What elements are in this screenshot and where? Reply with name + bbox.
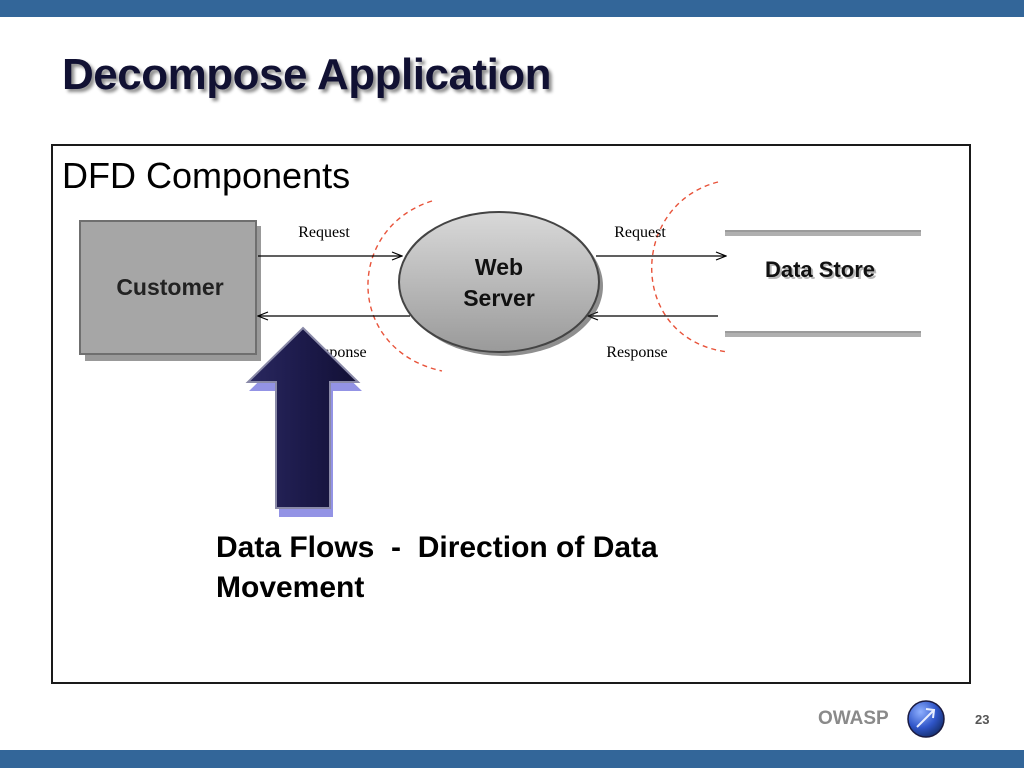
footer-brand-text: OWASP	[818, 708, 889, 729]
slide-subtitle: DFD Components	[62, 155, 351, 196]
bottom-banner-bar	[0, 750, 1024, 768]
data-store-label: Data Store	[765, 257, 875, 282]
customer-label: Customer	[116, 274, 223, 300]
web-server-label-line1: Web	[475, 254, 523, 280]
right-response-label: Response	[606, 344, 667, 361]
up-arrow-callout-icon	[245, 326, 362, 517]
owasp-logo-icon	[907, 700, 945, 738]
web-server-label-line2: Server	[463, 285, 535, 311]
content-frame	[51, 144, 971, 684]
customer-entity: Customer	[79, 220, 261, 361]
trust-boundary-left	[367, 200, 443, 372]
top-banner-bar	[0, 0, 1024, 17]
right-request-label: Request	[614, 224, 666, 241]
slide-title: Decompose Application	[62, 50, 552, 99]
web-server-process: Web Server	[398, 211, 603, 356]
svg-text:Data Store: Data Store	[767, 259, 877, 284]
left-request-label: Request	[298, 224, 350, 241]
page-number: 23	[975, 712, 990, 727]
data-store: Data Store Data Store	[725, 230, 921, 337]
trust-boundary-right	[651, 181, 729, 353]
data-flows-caption: Data Flows - Direction of Data Movement	[216, 531, 658, 604]
